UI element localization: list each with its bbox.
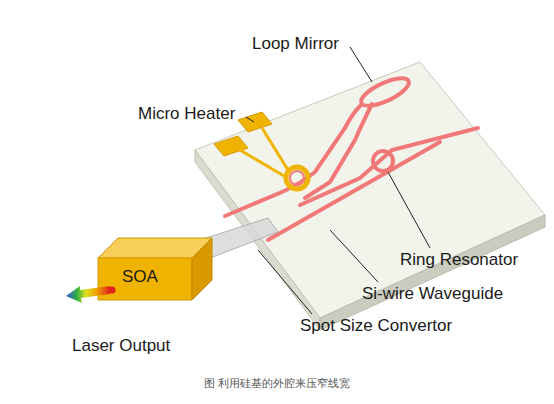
heater-pad bbox=[238, 112, 272, 132]
chip-side bbox=[320, 215, 545, 330]
laser-output-arrow bbox=[66, 286, 110, 303]
soa-box: SOA bbox=[118, 265, 162, 289]
caption: 图 利用硅基的外腔来压窄线宽 bbox=[204, 376, 350, 391]
node-label: SOA bbox=[122, 267, 158, 287]
chip-front bbox=[195, 150, 320, 330]
leader-line bbox=[388, 172, 430, 248]
heated-ring bbox=[290, 171, 304, 185]
chip-top bbox=[195, 62, 545, 318]
leader-line bbox=[258, 250, 312, 314]
waveguide bbox=[305, 104, 372, 198]
bus-waveguide bbox=[268, 142, 440, 240]
waveguide bbox=[300, 128, 478, 205]
part-label: Loop Mirror bbox=[252, 34, 339, 54]
soa-face bbox=[98, 258, 192, 300]
part-label: Micro Heater bbox=[138, 104, 235, 124]
part-label: Ring Resonator bbox=[400, 250, 518, 270]
leader-line bbox=[246, 117, 254, 122]
heater-ring bbox=[286, 167, 308, 189]
loop-mirror bbox=[358, 73, 413, 111]
waveguides bbox=[225, 73, 478, 240]
soa-end bbox=[192, 238, 212, 300]
leader-line bbox=[330, 230, 378, 282]
part-label: Laser Output bbox=[72, 336, 170, 356]
leader-line bbox=[350, 47, 372, 82]
part-label: Si-wire Waveguide bbox=[362, 284, 503, 304]
heater-lead bbox=[240, 150, 284, 176]
ring-resonator bbox=[373, 151, 393, 171]
leader-lines bbox=[246, 47, 430, 314]
waveguide bbox=[225, 106, 360, 216]
part-label: Spot Size Convertor bbox=[300, 316, 452, 336]
